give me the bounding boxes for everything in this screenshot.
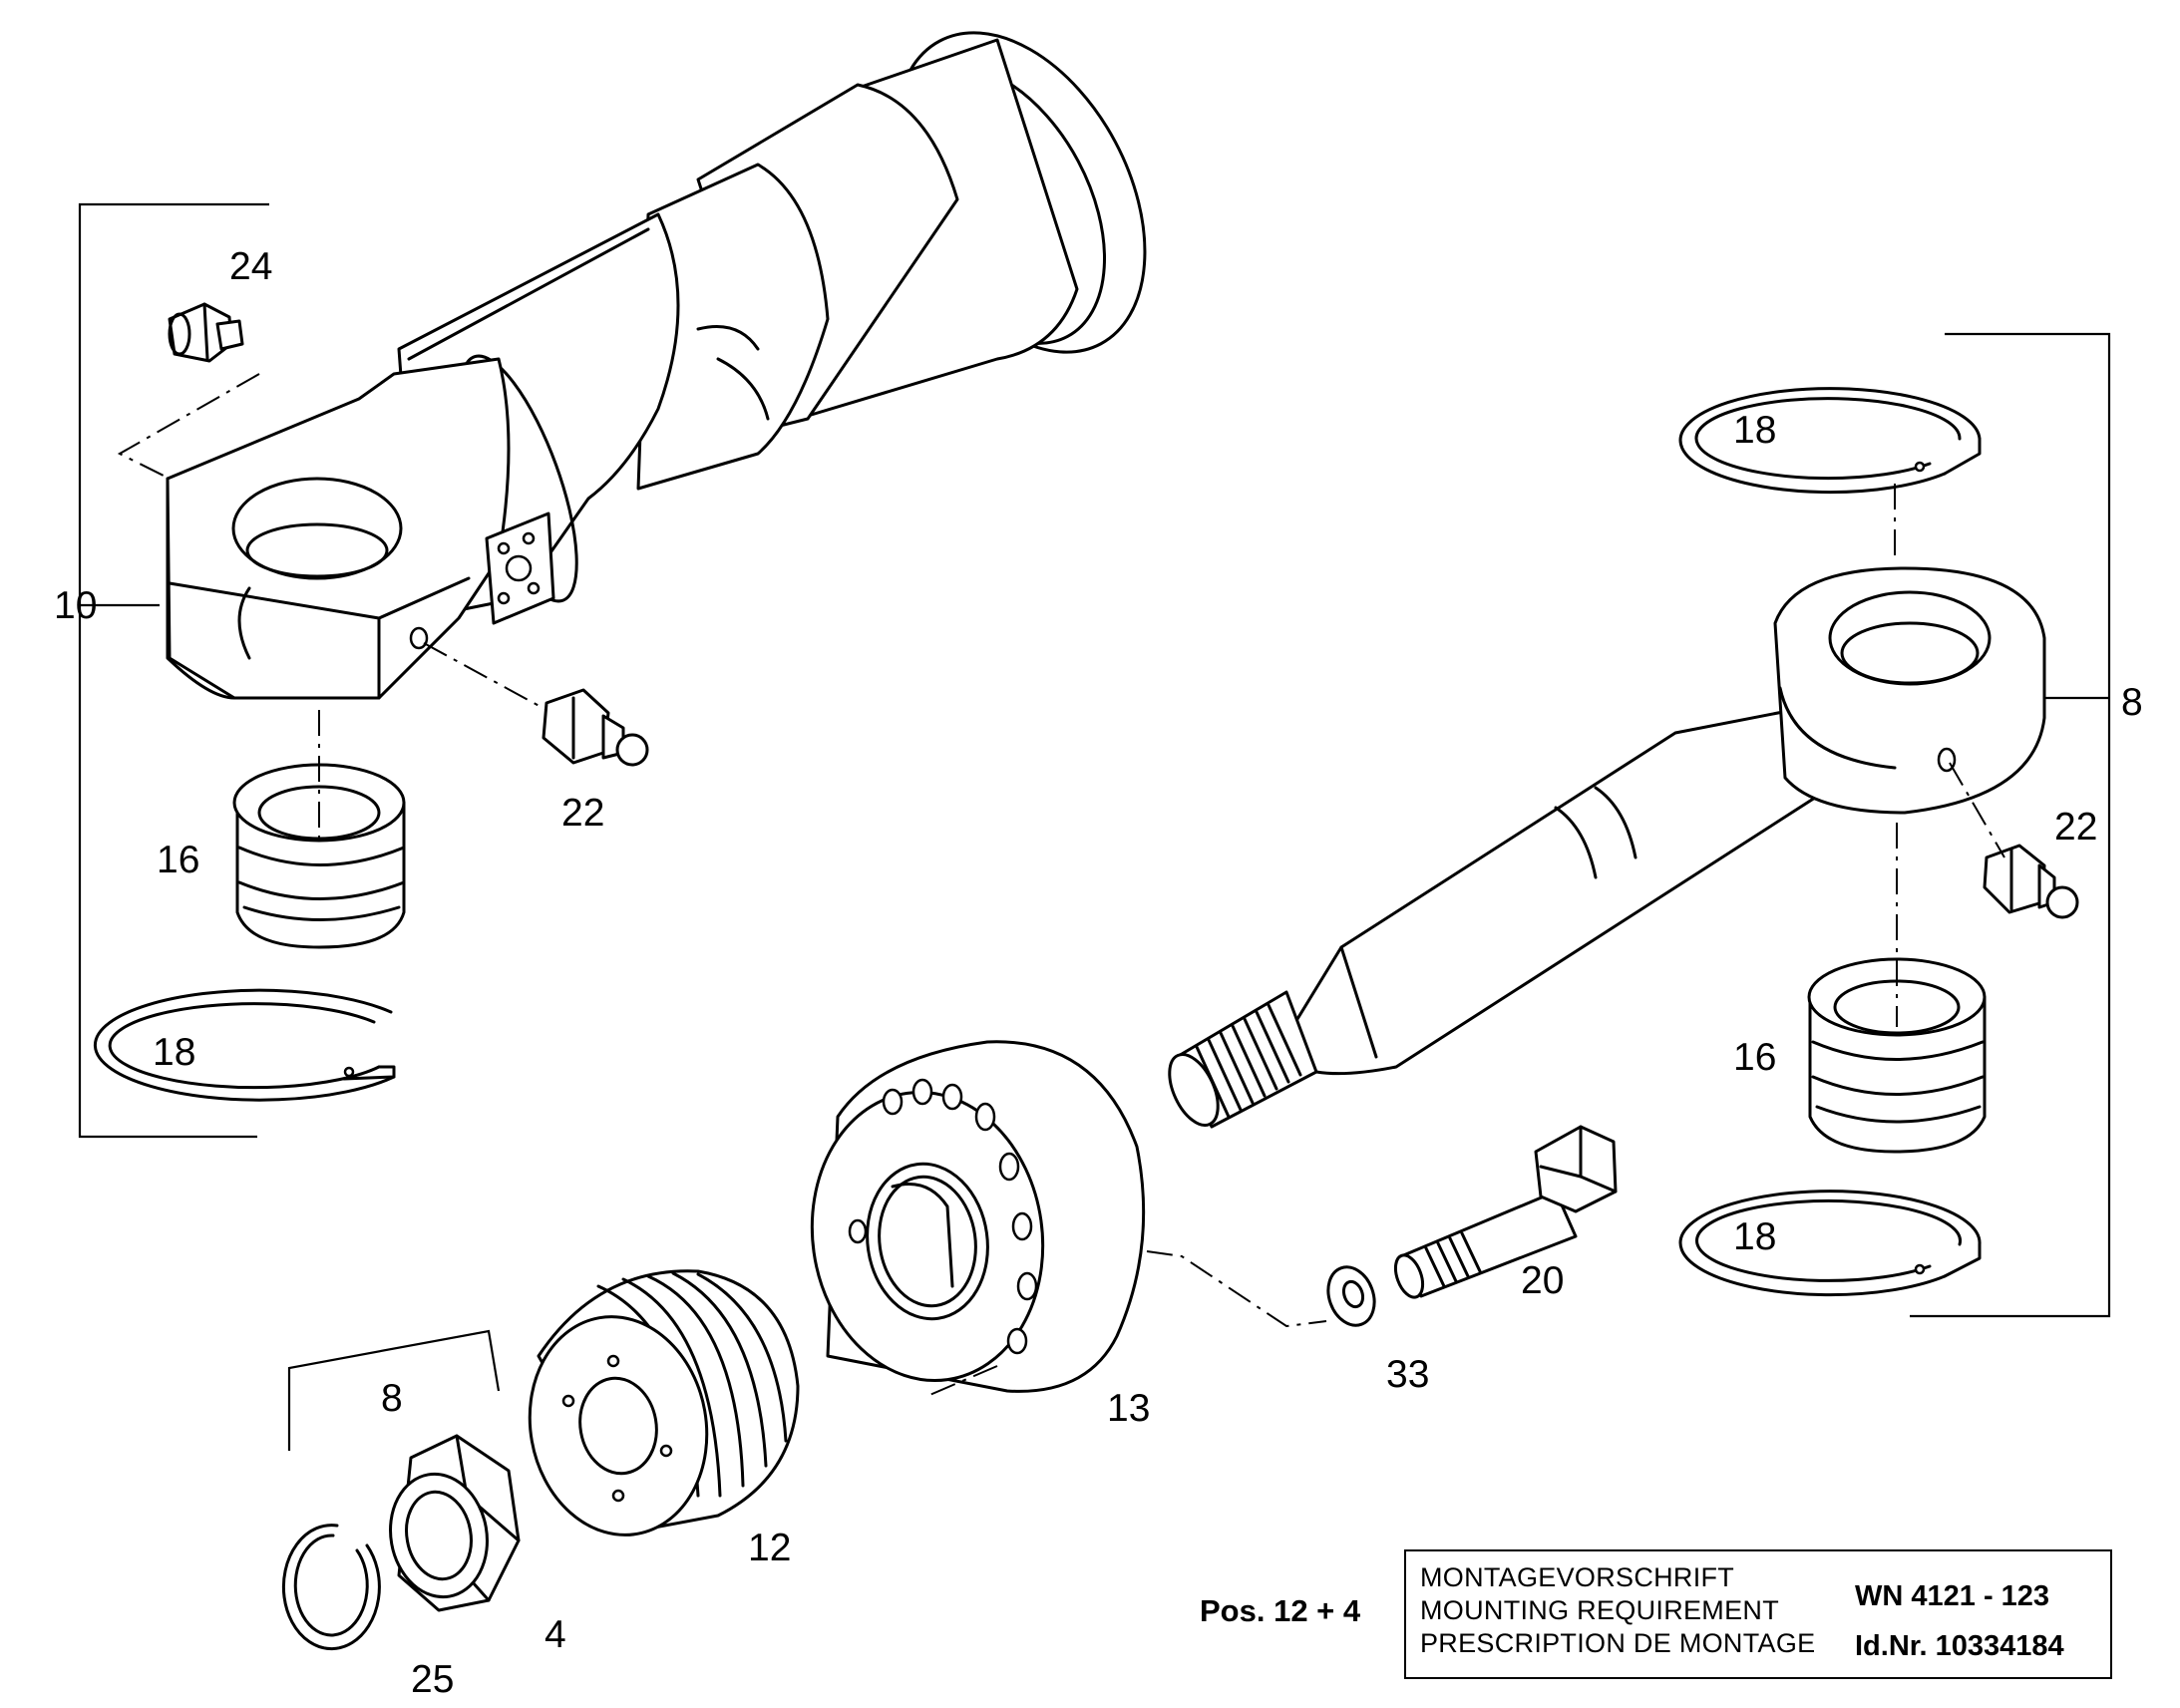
washer-part-33	[1326, 1265, 1376, 1327]
callout-13: 13	[1107, 1387, 1150, 1430]
callout-8-right: 8	[2121, 681, 2143, 724]
callout-18-bottom-right: 18	[1733, 1215, 1776, 1258]
mounting-id-block: WN 4121 - 123 Id.Nr. 10334184	[1855, 1571, 2064, 1671]
callout-20: 20	[1521, 1259, 1564, 1302]
spherical-bearing-right	[1807, 957, 1987, 1154]
callout-16-left: 16	[157, 839, 199, 881]
piston-rod	[1168, 566, 2046, 1129]
callout-22-right: 22	[2054, 806, 2097, 849]
circlip-left	[93, 988, 396, 1102]
group-bracket-right	[1910, 332, 2111, 1318]
callout-24: 24	[229, 245, 272, 288]
bolt-part-20	[1393, 1125, 1618, 1299]
plug-part-24	[168, 302, 244, 363]
mounting-line-fr: PRESCRIPTION DE MONTAGE	[1420, 1628, 1816, 1658]
snap-ring-part-25	[281, 1524, 381, 1651]
callout-22-left: 22	[561, 792, 604, 835]
position-note: Pos. 12 + 4	[1200, 1593, 1361, 1628]
callout-10: 10	[54, 584, 97, 627]
callout-12: 12	[748, 1527, 791, 1569]
mounting-text-block: MONTAGEVORSCHRIFT MOUNTING REQUIREMENT P…	[1420, 1561, 1815, 1660]
grease-nipple-left	[542, 688, 649, 767]
callout-18-left: 18	[153, 1031, 195, 1074]
callout-4: 4	[545, 1613, 566, 1656]
callout-16-right: 16	[1733, 1036, 1776, 1079]
callout-25: 25	[411, 1658, 454, 1701]
grease-nipple-right	[1983, 844, 2079, 919]
nut-part-4	[389, 1434, 521, 1612]
id-number: Id.Nr. 10334184	[1855, 1630, 2064, 1662]
mounting-line-en: MOUNTING REQUIREMENT	[1420, 1595, 1779, 1625]
guide-ring-part-12	[528, 1269, 800, 1537]
mounting-requirement-box: MONTAGEVORSCHRIFT MOUNTING REQUIREMENT P…	[1404, 1549, 2112, 1679]
group-bracket-bottom	[287, 1329, 501, 1451]
piston-part-13	[810, 1040, 1146, 1393]
circlip-top-right	[1678, 387, 1982, 495]
callout-8-bottom: 8	[381, 1377, 403, 1420]
circlip-bottom-right	[1678, 1190, 1982, 1297]
mounting-line-de: MONTAGEVORSCHRIFT	[1420, 1562, 1735, 1592]
callout-33: 33	[1386, 1353, 1429, 1396]
cylinder-barrel	[166, 31, 1147, 700]
standard-number: WN 4121 - 123	[1855, 1580, 2050, 1612]
group-bracket-left	[78, 202, 269, 1139]
callout-18-top-right: 18	[1733, 409, 1776, 452]
